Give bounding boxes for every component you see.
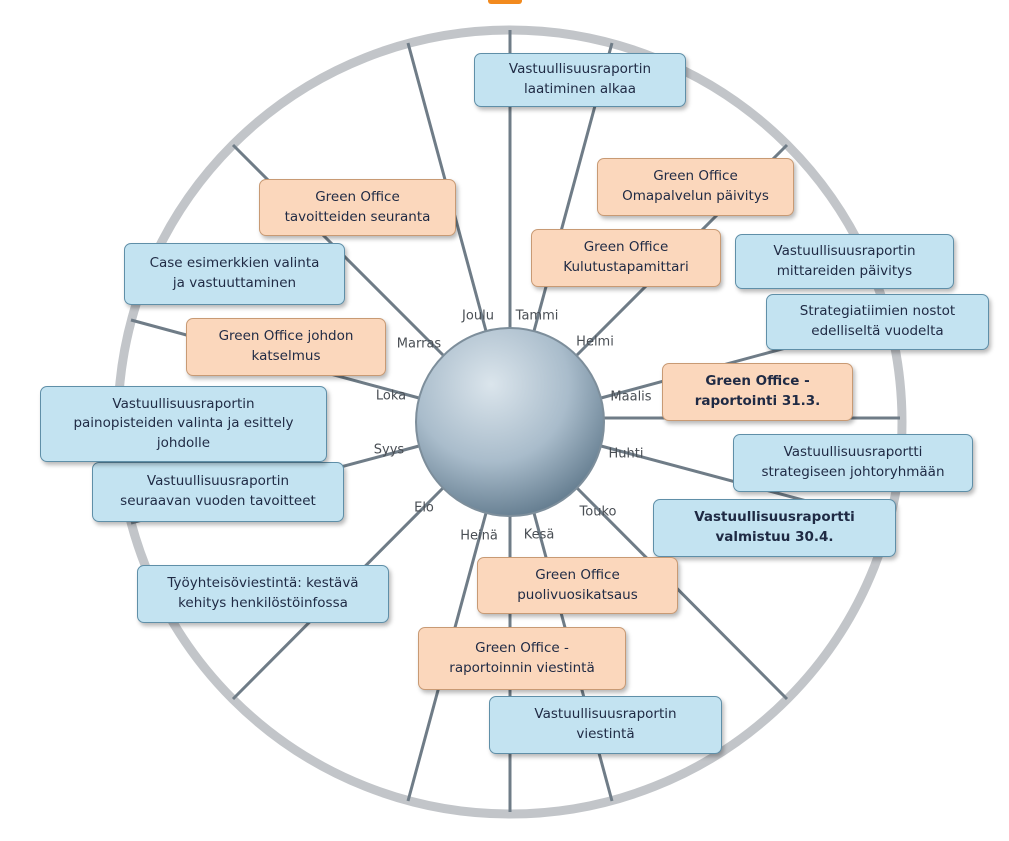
event-box: Vastuullisuusraportti valmistuu 30.4.: [653, 499, 896, 557]
month-label-touko: Touko: [579, 504, 617, 520]
title-accent-mark: [488, 0, 522, 4]
event-box: Työyhteisöviestintä: kestävä kehitys hen…: [137, 565, 389, 623]
event-box: Strategiatiimien nostot edelliseltä vuod…: [766, 294, 989, 350]
event-box: Green Office - raportointi 31.3.: [662, 363, 853, 421]
event-box: Vastuullisuusraportin laatiminen alkaa: [474, 53, 686, 107]
event-box: Vastuullisuusraportin viestintä: [489, 696, 722, 754]
month-label-kesa: Kesä: [523, 527, 555, 543]
month-label-loka: Loka: [375, 388, 407, 404]
event-box: Green Office puolivuosikatsaus: [477, 557, 678, 614]
event-box: Green Office - raportoinnin viestintä: [418, 627, 626, 690]
event-box: Vastuullisuusraportin seuraavan vuoden t…: [92, 462, 344, 522]
month-label-maalis: Maalis: [610, 389, 652, 405]
event-box: Vastuullisuusraportin painopisteiden val…: [40, 386, 327, 462]
month-label-huhti: Huhti: [608, 446, 644, 462]
month-label-marras: Marras: [396, 336, 442, 352]
month-label-elo: Elo: [414, 500, 434, 516]
event-box: Green Office Kulutustapamittari: [531, 229, 721, 287]
month-label-joulu: Joulu: [462, 308, 494, 324]
month-label-heina: Heinä: [460, 528, 498, 544]
event-box: Green Office johdon katselmus: [186, 318, 386, 376]
month-label-tammi: Tammi: [515, 308, 559, 324]
month-label-syys: Syys: [373, 442, 405, 458]
month-label-helmi: Helmi: [576, 334, 614, 350]
event-box: Green Office Omapalvelun päivitys: [597, 158, 794, 216]
event-box: Vastuullisuusraportin mittareiden päivit…: [735, 234, 954, 289]
event-box: Green Office tavoitteiden seuranta: [259, 179, 456, 236]
event-box: Vastuullisuusraportti strategiseen johto…: [733, 434, 973, 492]
spoke: [575, 486, 789, 701]
hub-circle: [415, 327, 605, 517]
event-box: Case esimerkkien valinta ja vastuuttamin…: [124, 243, 345, 305]
